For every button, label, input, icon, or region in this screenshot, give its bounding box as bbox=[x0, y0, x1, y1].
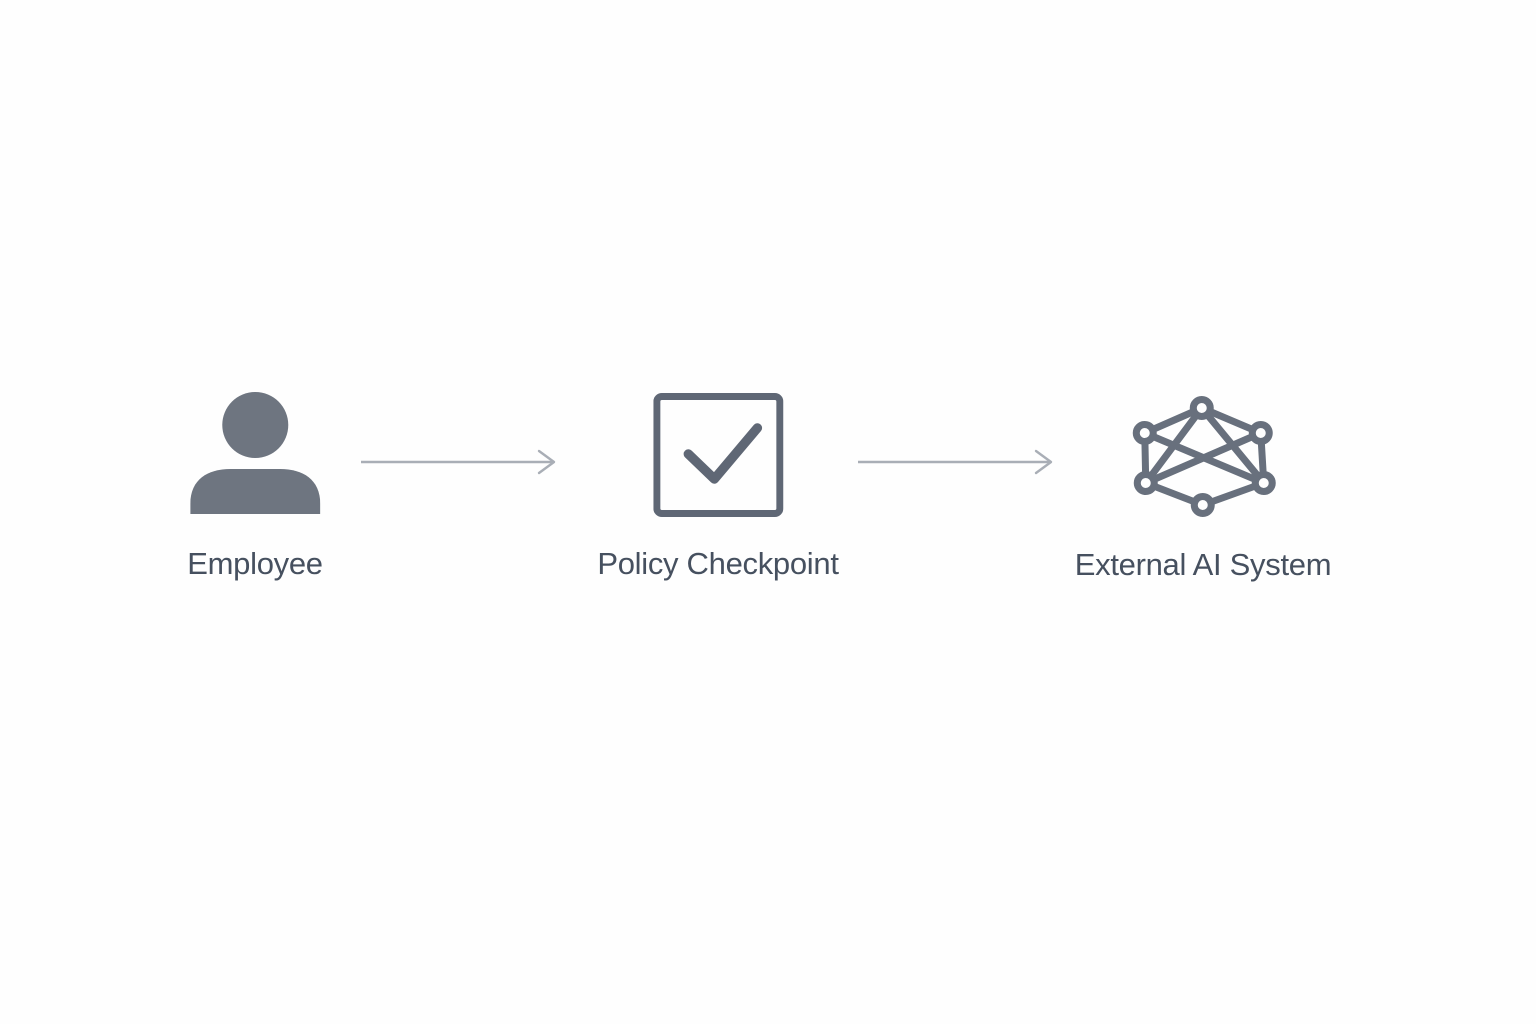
neural-network-icon bbox=[1127, 394, 1279, 520]
diagram-node-employee: Employee bbox=[187, 392, 323, 581]
checkbox-check-icon bbox=[652, 393, 783, 517]
node-label-employee: Employee bbox=[187, 546, 323, 581]
node-label-policy-checkpoint: Policy Checkpoint bbox=[597, 546, 839, 581]
diagram-node-external-ai-system: External AI System bbox=[1074, 394, 1332, 582]
person-icon bbox=[189, 392, 320, 514]
diagram-node-policy-checkpoint: Policy Checkpoint bbox=[597, 393, 839, 581]
node-label-external-ai-system: External AI System bbox=[1074, 547, 1332, 582]
arrow-right-icon bbox=[858, 449, 1053, 475]
arrow-right-icon bbox=[361, 449, 556, 475]
